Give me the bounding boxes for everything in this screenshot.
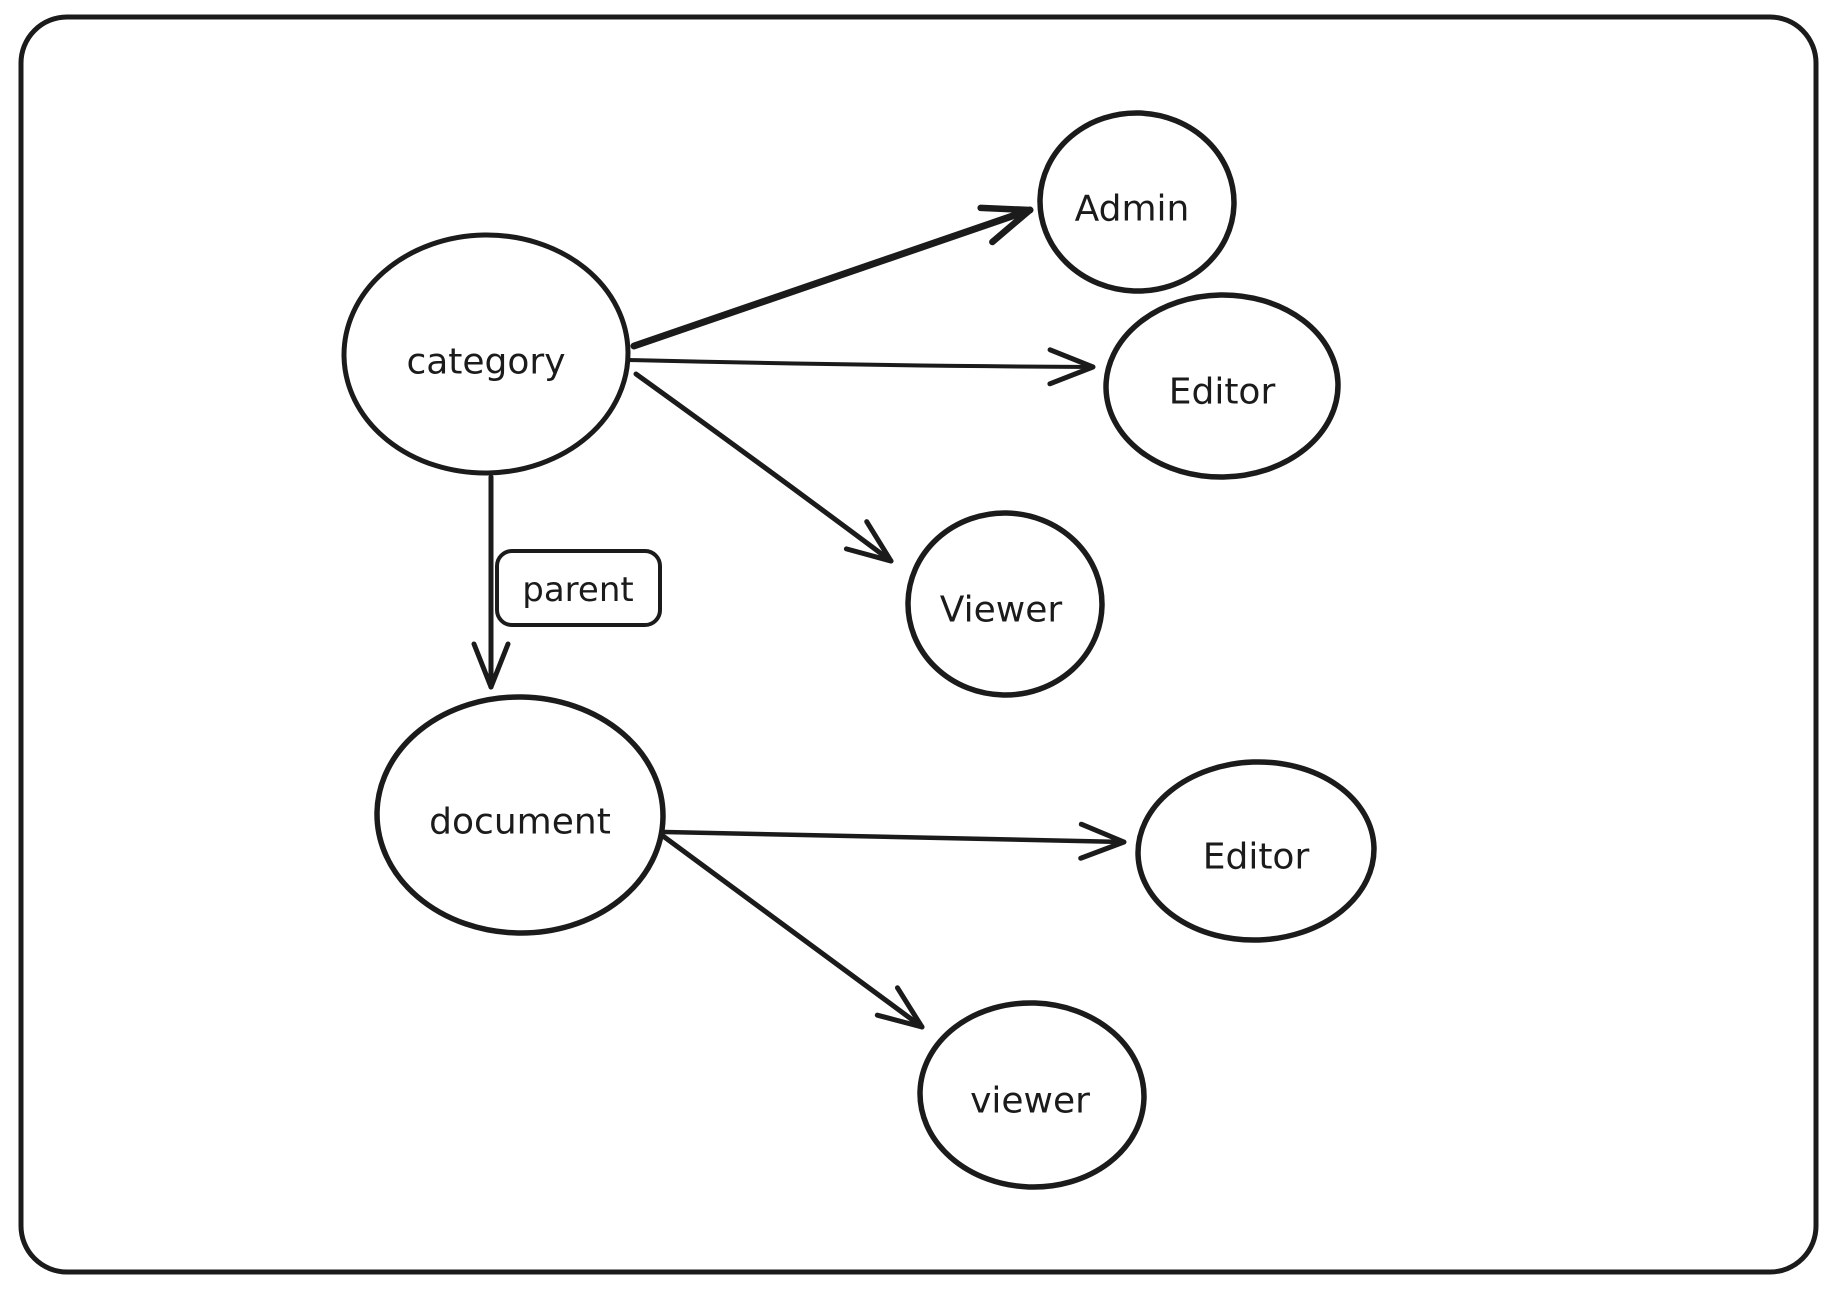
node-viewer-bottom: viewer xyxy=(917,1000,1147,1190)
node-category: category xyxy=(341,232,631,476)
edge-category-admin-arrow xyxy=(630,204,1034,350)
edge-label-parent: parent xyxy=(522,570,633,610)
node-viewer-bottom-ellipse xyxy=(917,1000,1147,1190)
edge-category-editor-arrow xyxy=(627,347,1096,387)
node-editor-bottom: Editor xyxy=(1135,759,1377,943)
node-editor-top-ellipse xyxy=(1103,292,1341,480)
node-admin: Admin xyxy=(1037,110,1237,294)
node-editor-top-label: Editor xyxy=(1169,372,1276,413)
node-document-label: document xyxy=(429,802,611,843)
node-admin-label: Admin xyxy=(1075,189,1190,230)
edge-category-viewer-arrow xyxy=(633,371,894,564)
edge-document-viewer-arrow xyxy=(660,833,925,1030)
edge-label-parent-box xyxy=(495,549,662,627)
node-editor-bottom-ellipse xyxy=(1135,759,1377,943)
node-viewer-top: Viewer xyxy=(905,510,1105,698)
node-viewer-top-label: Viewer xyxy=(940,590,1063,631)
node-document: document xyxy=(374,694,666,936)
edge-label-parent-group: parent xyxy=(495,549,662,627)
node-document-ellipse xyxy=(374,694,666,936)
node-category-ellipse xyxy=(341,232,631,476)
node-editor-bottom-label: Editor xyxy=(1203,837,1310,878)
diagram-frame xyxy=(18,14,1819,1275)
node-admin-ellipse xyxy=(1037,110,1237,294)
node-editor-top: Editor xyxy=(1103,292,1341,480)
node-viewer-bottom-label: viewer xyxy=(970,1081,1090,1122)
node-category-label: category xyxy=(406,342,565,383)
node-viewer-top-ellipse xyxy=(905,510,1105,698)
edge-document-editor-arrow xyxy=(662,821,1127,861)
